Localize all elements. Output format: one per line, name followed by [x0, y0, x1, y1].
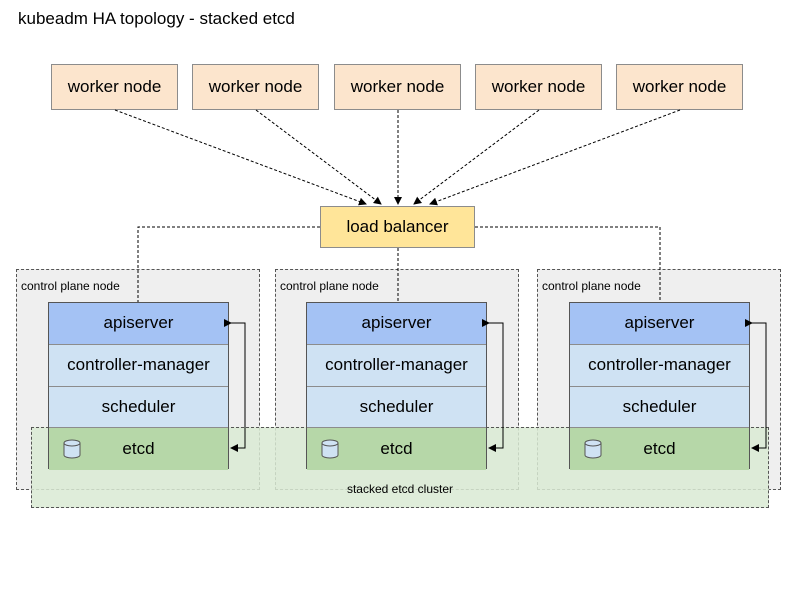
scheduler-box: scheduler [49, 386, 228, 429]
apiserver-etcd-link-2 [482, 319, 504, 452]
worker-node-2: worker node [192, 64, 319, 110]
apiserver-box: apiserver [307, 303, 486, 345]
controller-manager-box: controller-manager [570, 344, 749, 387]
diagram-title: kubeadm HA topology - stacked etcd [18, 9, 295, 28]
scheduler-box: scheduler [570, 386, 749, 429]
worker-4-arrow [413, 109, 540, 205]
apiserver-box: apiserver [49, 303, 228, 345]
load-balancer: load balancer [320, 206, 475, 248]
controller-manager-box: controller-manager [49, 344, 228, 387]
apiserver-etcd-link-1 [224, 319, 246, 452]
database-icon [63, 439, 81, 459]
component-stack-3: apiserver controller-manager scheduler e… [569, 302, 750, 470]
apiserver-etcd-link-3 [745, 319, 767, 452]
etcd-label: etcd [122, 439, 155, 459]
database-icon [584, 439, 602, 459]
etcd-label: etcd [643, 439, 676, 459]
database-icon [321, 439, 339, 459]
worker-1-arrow [114, 109, 367, 206]
controller-manager-box: controller-manager [307, 344, 486, 387]
worker-node-5: worker node [616, 64, 743, 110]
control-plane-label: control plane node [21, 279, 120, 293]
control-plane-label: control plane node [280, 279, 379, 293]
lb-to-apiserver-1 [137, 226, 320, 302]
scheduler-box: scheduler [307, 386, 486, 429]
worker-node-3: worker node [334, 64, 461, 110]
etcd-label: etcd [380, 439, 413, 459]
component-stack-1: apiserver controller-manager scheduler e… [48, 302, 229, 470]
etcd-box: etcd [570, 428, 749, 470]
etcd-box: etcd [307, 428, 486, 470]
lb-to-apiserver-3 [475, 226, 661, 302]
control-plane-label: control plane node [542, 279, 641, 293]
worker-node-1: worker node [51, 64, 178, 110]
etcd-cluster-label: stacked etcd cluster [346, 482, 454, 496]
worker-node-4: worker node [475, 64, 602, 110]
etcd-box: etcd [49, 428, 228, 470]
component-stack-2: apiserver controller-manager scheduler e… [306, 302, 487, 470]
worker-5-arrow [429, 109, 681, 206]
apiserver-box: apiserver [570, 303, 749, 345]
worker-2-arrow [255, 109, 382, 205]
